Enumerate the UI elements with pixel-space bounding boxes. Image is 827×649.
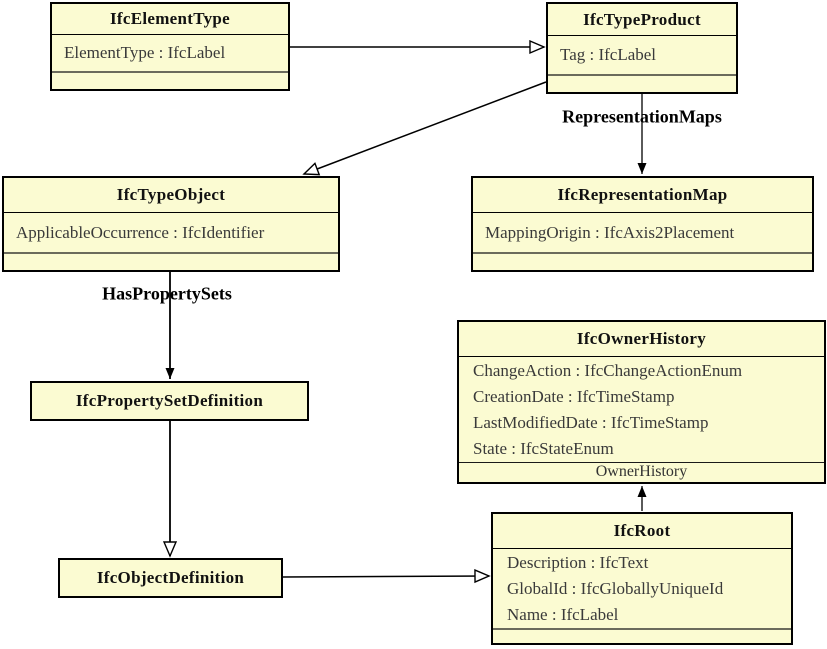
class-attribute: ChangeAction : IfcChangeActionEnum	[473, 361, 743, 380]
class-name: IfcRoot	[613, 521, 671, 540]
class-attribute: CreationDate : IfcTimeStamp	[473, 387, 675, 406]
class-attribute: GlobalId : IfcGloballyUniqueId	[507, 579, 724, 598]
class-attribute: LastModifiedDate : IfcTimeStamp	[473, 413, 709, 432]
class-box-ifcpropertysetdefinition: IfcPropertySetDefinition	[30, 381, 309, 421]
edge-label-haspropertysets: HasPropertySets	[102, 283, 232, 304]
class-box-ifctypeproduct: IfcTypeProduct Tag : IfcLabel	[546, 2, 738, 94]
class-box-ifcroot: IfcRoot Description : IfcText GlobalId :…	[491, 512, 793, 645]
edge-label-representationmaps: RepresentationMaps	[562, 106, 722, 127]
class-attribute: MappingOrigin : IfcAxis2Placement	[485, 223, 735, 242]
class-box-ifcelementtype: IfcElementType ElementType : IfcLabel	[50, 2, 290, 91]
class-attribute: Name : IfcLabel	[507, 605, 619, 624]
class-attribute: Tag : IfcLabel	[560, 45, 657, 64]
edge-generalization-objectdefinition-root	[282, 576, 489, 577]
class-name: IfcRepresentationMap	[557, 185, 728, 204]
class-box-ifcobjectdefinition: IfcObjectDefinition	[58, 558, 283, 598]
edge-generalization-typeproduct-typeobject	[304, 81, 547, 174]
edge-label-ownerhistory: OwnerHistory	[459, 462, 824, 482]
empty-compartment	[473, 252, 812, 270]
class-name: IfcTypeProduct	[583, 10, 701, 29]
class-name: IfcTypeObject	[116, 185, 226, 204]
class-attribute: ElementType : IfcLabel	[64, 43, 226, 62]
empty-compartment	[548, 74, 736, 92]
class-attribute: Description : IfcText	[507, 553, 649, 572]
class-name: IfcOwnerHistory	[576, 329, 707, 348]
class-box-ifcrepresentationmap: IfcRepresentationMap MappingOrigin : Ifc…	[471, 176, 814, 272]
class-attribute: State : IfcStateEnum	[473, 439, 614, 458]
class-box-ifctypeobject: IfcTypeObject ApplicableOccurrence : Ifc…	[2, 176, 340, 272]
empty-compartment	[493, 628, 791, 643]
class-name: IfcElementType	[109, 9, 231, 28]
empty-compartment	[4, 252, 338, 270]
class-box-ifcownerhistory: IfcOwnerHistory ChangeAction : IfcChange…	[457, 320, 826, 484]
class-attribute: ApplicableOccurrence : IfcIdentifier	[16, 223, 265, 242]
empty-compartment	[52, 71, 288, 89]
